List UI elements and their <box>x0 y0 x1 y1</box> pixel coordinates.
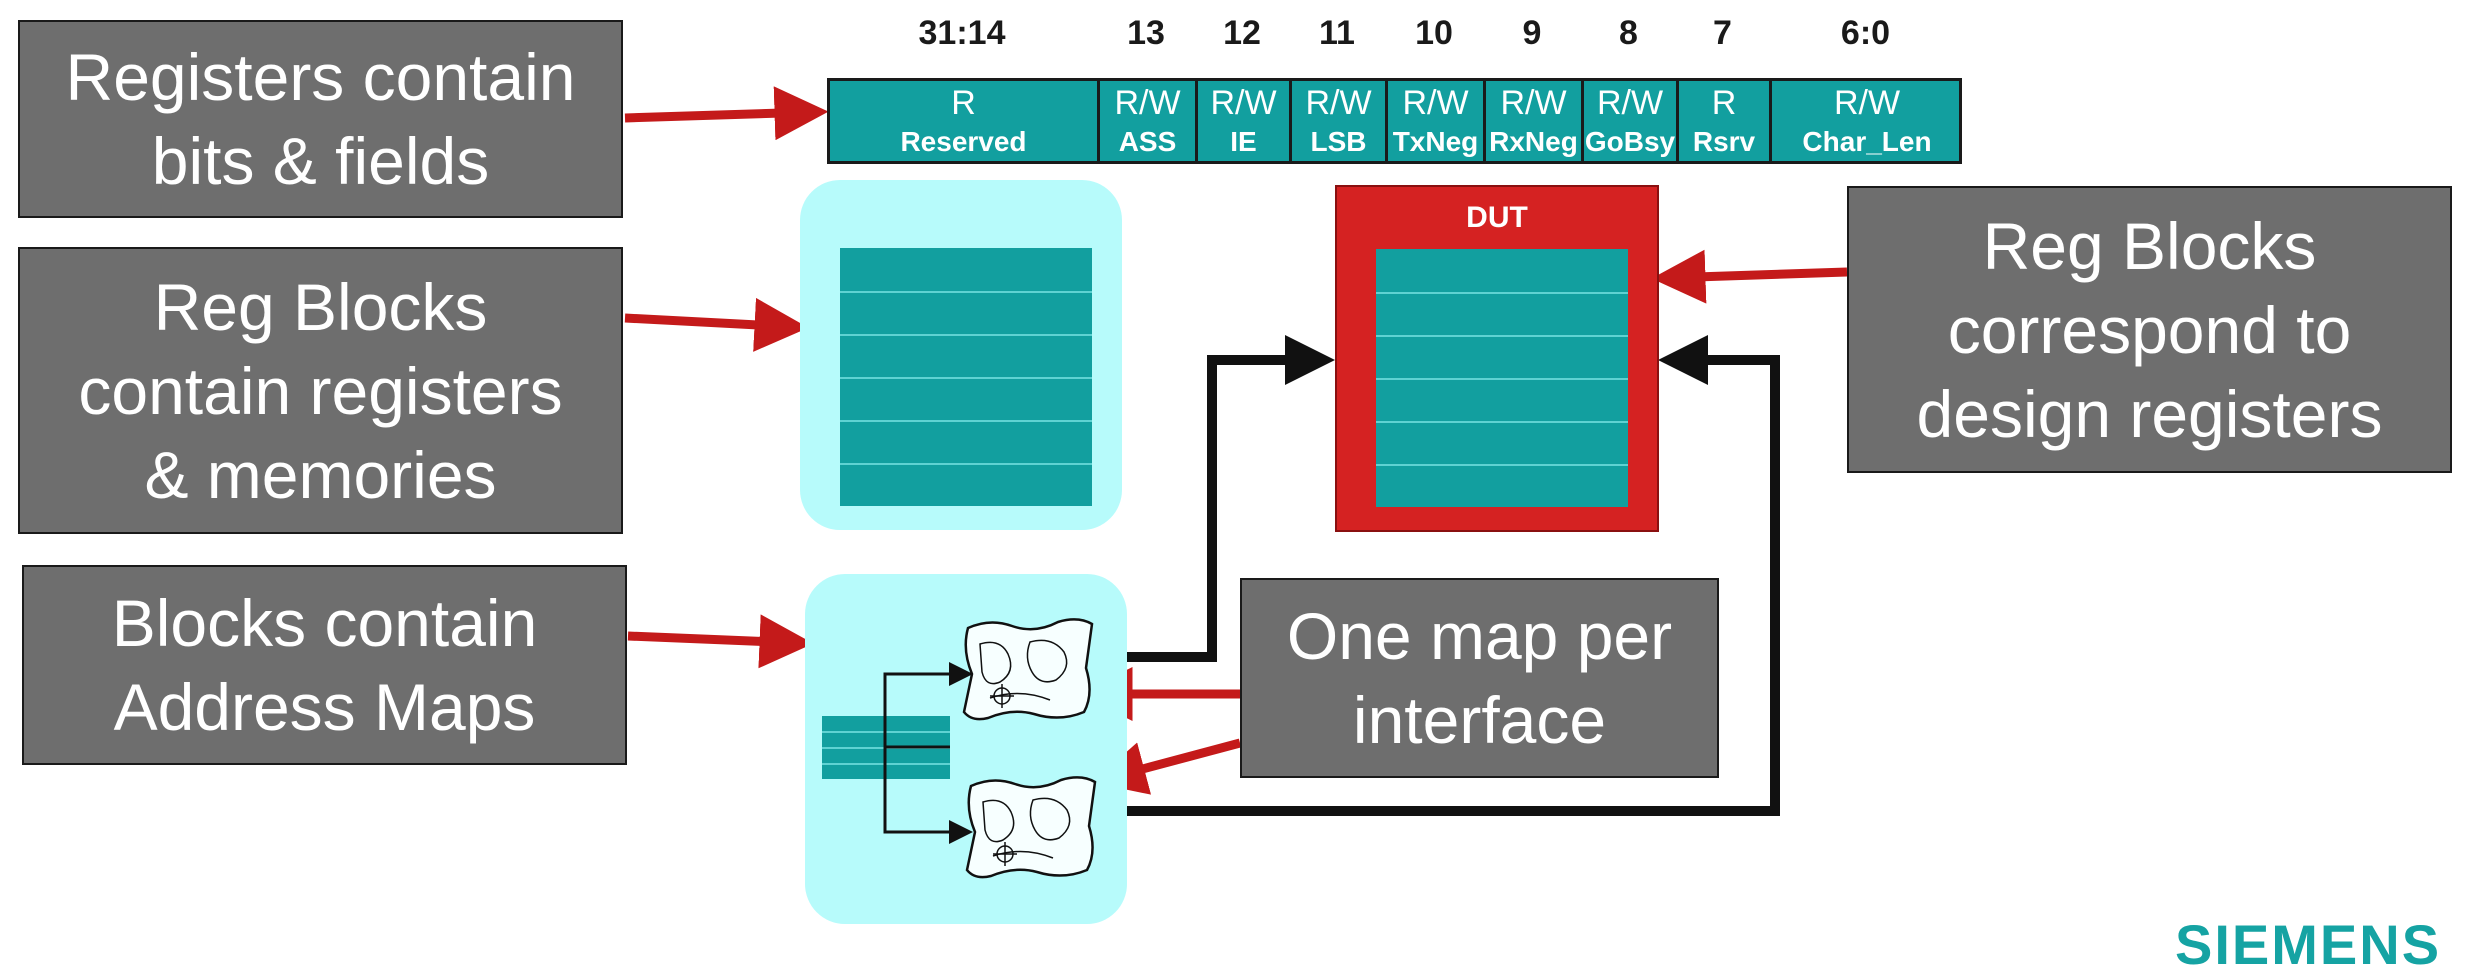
register-field: R/W RxNeg <box>1483 78 1581 164</box>
connector-map1-to-dut <box>1090 335 1335 662</box>
dut-block: DUT <box>1335 185 1659 532</box>
bit-number: 11 <box>1319 14 1355 52</box>
field-access: R <box>951 84 976 122</box>
bit-number: 10 <box>1415 14 1453 52</box>
register-bar-top-edge <box>827 78 1962 81</box>
field-name: ASS <box>1118 126 1177 157</box>
register-field: R/W TxNeg <box>1385 78 1483 164</box>
field-name: RxNeg <box>1489 126 1578 157</box>
field-access: R/W <box>1833 84 1901 122</box>
register-bar: R Reserved R/W ASS R/W IE R/W LSB R/W TxNeg R/W RxN… <box>827 78 1962 164</box>
diagram-canvas <box>624 86 1848 816</box>
bit-number: 12 <box>1223 14 1261 52</box>
register-field: R/W ASS <box>1097 78 1195 164</box>
bit-number: 8 <box>1619 14 1638 52</box>
treasure-map-icon <box>965 776 1097 879</box>
register-field: R/W IE <box>1195 78 1289 164</box>
field-access: R/W <box>1402 84 1469 122</box>
bit-number: 6:0 <box>1840 14 1891 52</box>
arrow-blocks-to-panel <box>627 614 814 669</box>
callout-blocks-text: Blocks contain Address Maps <box>111 586 538 744</box>
address-map-block-panel <box>805 574 1127 924</box>
register-bar-bottom-edge <box>827 161 1962 164</box>
register-bar-right-edge <box>1959 78 1962 164</box>
connector-map2-to-dut <box>1110 335 1780 816</box>
field-access: R/W <box>1596 84 1664 122</box>
bit-number: 13 <box>1127 14 1165 52</box>
callout-registers-text: Registers contain bits & fields <box>65 40 576 198</box>
register-field: R/W LSB <box>1289 78 1385 164</box>
reg-block-panel <box>800 180 1122 530</box>
field-access: R <box>1711 84 1737 122</box>
field-access: R/W <box>1114 84 1181 122</box>
callout-map-per-interface-text: One map per interface <box>1286 599 1673 757</box>
callout-correspond-text: Reg Blocks correspond to design register… <box>1916 208 2383 451</box>
field-name: IE <box>1230 126 1257 157</box>
register-field: R Rsrv <box>1676 78 1769 164</box>
bit-number: 7 <box>1713 14 1732 52</box>
callout-map-per-interface: One map per interface <box>1240 578 1719 778</box>
arrow-correspond-to-dut <box>1651 249 1848 304</box>
field-access: R/W <box>1305 84 1372 122</box>
field-name: Reserved <box>900 126 1027 157</box>
callout-correspond: Reg Blocks correspond to design register… <box>1847 186 2452 473</box>
arrow-registers-to-regbar <box>624 86 829 141</box>
arrow-regblocks-to-panel <box>624 297 809 352</box>
callout-reg-blocks: Reg Blocks contain registers & memories <box>18 247 623 534</box>
map-fanout-lines <box>883 662 973 844</box>
field-access: R/W <box>1210 84 1277 122</box>
bit-number: 9 <box>1522 14 1542 52</box>
field-name: TxNeg <box>1392 126 1479 157</box>
callout-blocks: Blocks contain Address Maps <box>22 565 627 765</box>
register-field: R/W GoBsy <box>1581 78 1676 164</box>
callout-reg-blocks-text: Reg Blocks contain registers & memories <box>78 269 563 512</box>
field-name: LSB <box>1310 126 1367 157</box>
callout-registers: Registers contain bits & fields <box>18 20 623 218</box>
dut-label: DUT <box>1466 201 1528 234</box>
field-name: Char_Len <box>1802 126 1932 157</box>
siemens-logo: SIEMENS <box>2175 913 2442 976</box>
dut-register-stack <box>1376 249 1628 507</box>
field-name: GoBsy <box>1584 126 1676 157</box>
treasure-map-icon <box>962 618 1094 721</box>
arrow-interface-to-map2 <box>1091 738 1242 795</box>
bit-number: 31:14 <box>918 14 1006 52</box>
field-access: R/W <box>1500 84 1567 122</box>
field-name: Rsrv <box>1692 126 1756 157</box>
register-stack <box>840 248 1092 506</box>
register-field: R Reserved <box>827 78 1097 164</box>
register-field: R/W Char_Len <box>1769 78 1962 164</box>
